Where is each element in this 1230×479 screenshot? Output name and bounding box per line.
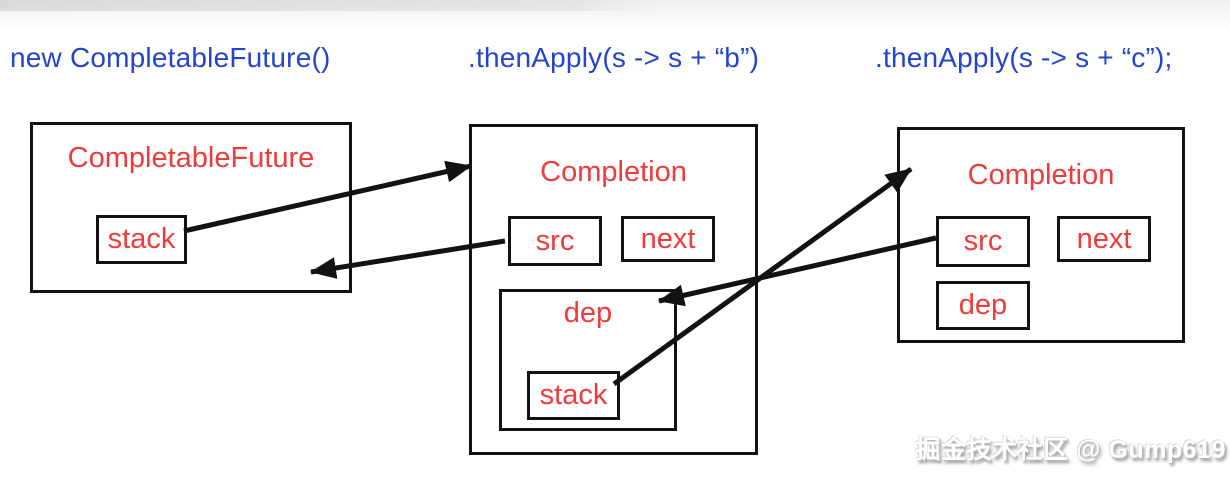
completablefuture-box: CompletableFuture stack [30,122,352,293]
completion-b-dep-label: dep [563,297,613,329]
code-snippet-thenapply-c: .thenApply(s -> s + “c”); [875,42,1173,73]
completion-b-dep-box: dep stack [499,289,677,431]
completion-c-src-field: src [936,216,1030,267]
code-snippet-new-future: new CompletableFuture() [10,42,331,73]
completablefuture-stack-field: stack [96,215,187,264]
completion-c-dep-field: dep [936,281,1030,330]
completion-c-next-field: next [1057,216,1151,262]
watermark-text: 掘金技术社区 @ Gump619 [915,436,1226,464]
completion-b-box: Completion src next dep stack [469,124,758,455]
completion-c-title: Completion [967,159,1115,191]
completion-b-title: Completion [540,156,687,188]
completion-b-next-field: next [621,216,715,262]
code-snippet-thenapply-b: .thenApply(s -> s + “b”) [468,42,760,73]
completablefuture-title: CompletableFuture [67,142,315,174]
completion-b-dep-stack-field: stack [527,371,620,420]
completion-b-src-field: src [508,216,602,266]
top-progress-strip [0,0,660,11]
completion-c-box: Completion src next dep [897,127,1185,343]
